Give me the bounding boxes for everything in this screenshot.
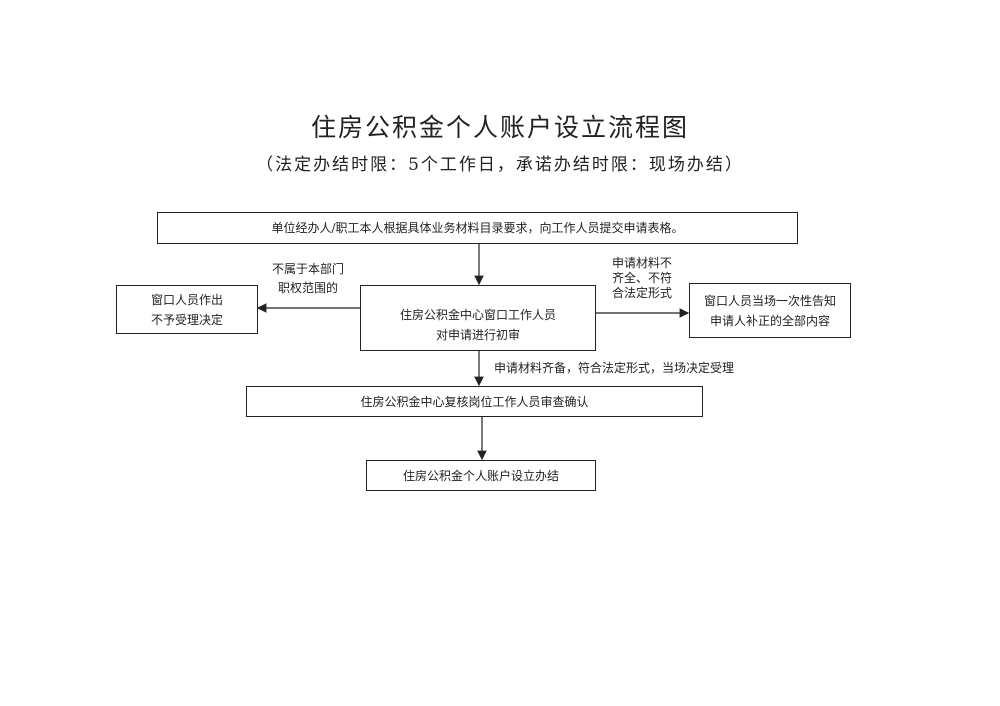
node-review-text: 住房公积金中心复核岗位工作人员审查确认 [360,394,589,409]
node-reject-line1: 窗口人员作出 [150,292,223,307]
node-complete-text: 住房公积金个人账户设立办结 [402,468,559,483]
node-reject-line2: 不予受理决定 [150,312,223,327]
node-complete: 住房公积金个人账户设立办结 [366,460,596,491]
page-subtitle: （法定办结时限：5个工作日，承诺办结时限：现场办结） [256,155,744,175]
node-notify: 窗口人员当场一次性告知申请人补正的全部内容 [689,283,851,338]
page-title: 住房公积金个人账户设立流程图 [310,113,689,142]
edge-incomplete-line3: 合法定形式 [611,286,672,300]
node-initial-line2: 对申请进行初审 [435,328,520,342]
edge-incomplete-line1: 申请材料不 [611,256,672,270]
node-initial-line1: 住房公积金中心窗口工作人员 [399,308,556,322]
node-review: 住房公积金中心复核岗位工作人员审查确认 [246,386,703,417]
edge-out-of-scope-line2: 职权范围的 [277,281,338,295]
edge-out-of-scope-line1: 不属于本部门 [271,262,344,276]
edge-label-accepted: 申请材料齐备，符合法定形式，当场决定受理 [494,361,735,375]
node-notify-line1: 窗口人员当场一次性告知 [703,293,836,308]
node-reject: 窗口人员作出不予受理决定 [116,285,258,334]
edge-label-out-of-scope: 不属于本部门 职权范围的 [262,260,354,298]
node-notify-line2: 申请人补正的全部内容 [709,313,830,328]
node-submit-text: 单位经办人/职工本人根据具体业务材料目录要求，向工作人员提交申请表格。 [271,221,684,235]
node-submit: 单位经办人/职工本人根据具体业务材料目录要求，向工作人员提交申请表格。 [157,212,798,244]
edge-incomplete-line2: 齐全、不符 [611,271,672,285]
node-initial-review: 住房公积金中心窗口工作人员对申请进行初审 [360,285,596,351]
edge-label-incomplete: 申请材料不 齐全、不符 合法定形式 [602,256,682,301]
